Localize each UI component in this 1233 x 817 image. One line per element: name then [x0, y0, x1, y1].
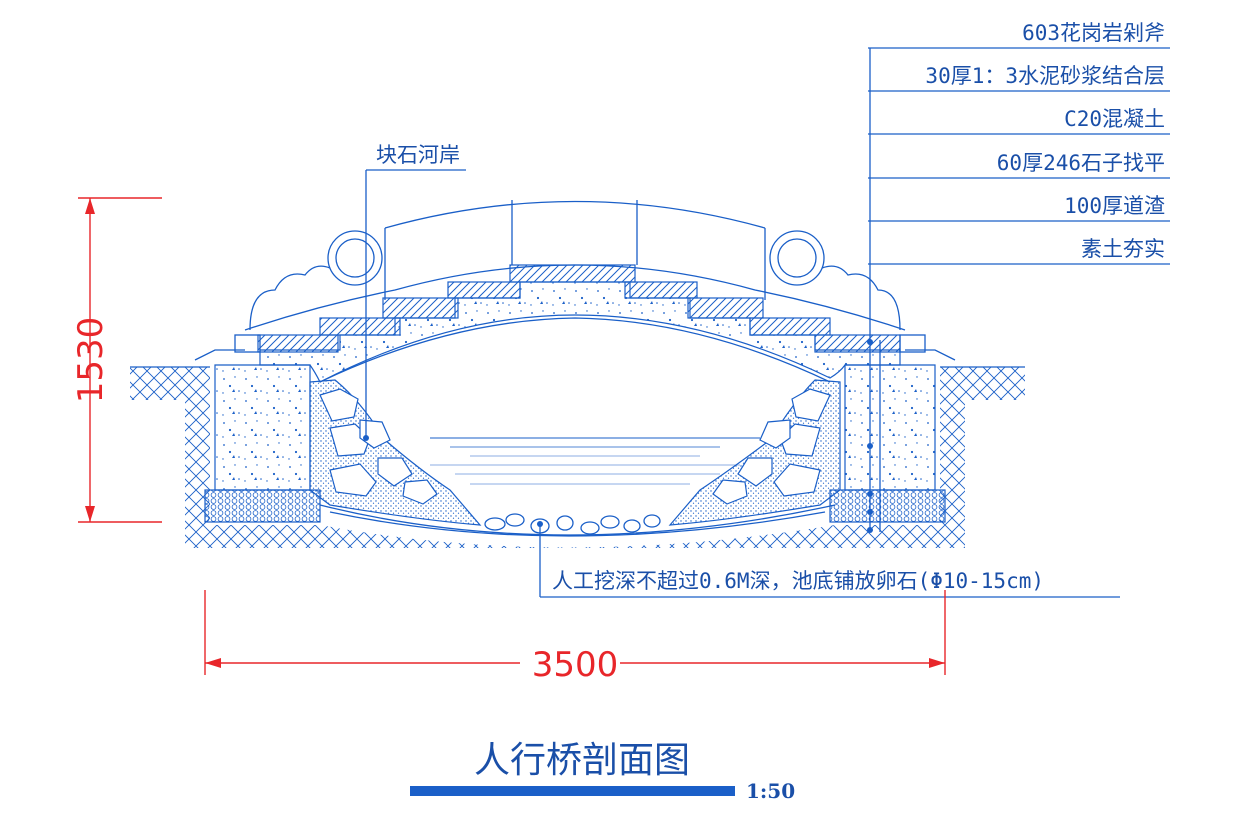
abutments	[214, 364, 936, 491]
bottom-note: 人工挖深不超过0.6M深，池底铺放卵石(Φ10-15cm)	[552, 569, 1044, 593]
title-underline	[410, 786, 735, 796]
width-dimension-value: 3500	[532, 645, 619, 685]
layer-label-mortar: 30厚1：3水泥砂浆结合层	[925, 64, 1165, 88]
layer-label-gravel: 60厚246石子找平	[997, 151, 1165, 175]
ground-earth	[130, 366, 1025, 548]
layer-label-concrete: C20混凝土	[1064, 107, 1165, 131]
granite-steps	[234, 264, 926, 353]
rock-bank-left	[309, 379, 482, 526]
rock-bank-right	[668, 379, 841, 526]
layer-label-granite: 603花岗岩剁斧	[1022, 21, 1165, 45]
drawing-title: 人行桥剖面图	[474, 740, 690, 781]
layer-label-soil: 素土夯实	[1081, 237, 1165, 261]
width-dimension	[204, 590, 946, 681]
scale-label: 1:50	[746, 779, 795, 803]
pebbles	[319, 504, 836, 537]
layer-callouts	[363, 47, 1170, 598]
height-dimension-value: 1530	[71, 317, 111, 404]
height-dimension	[78, 197, 162, 523]
railing	[194, 200, 956, 361]
layer-label-ballast: 100厚道渣	[1064, 194, 1165, 218]
water	[430, 437, 760, 485]
bank-label: 块石河岸	[376, 143, 460, 167]
